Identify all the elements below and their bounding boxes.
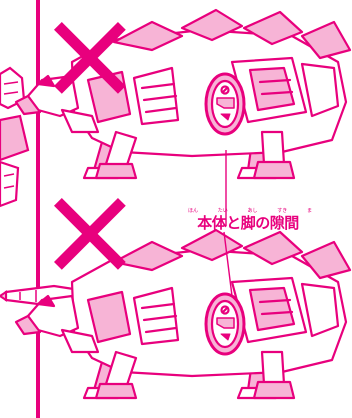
neighbour-panel-art <box>0 66 30 208</box>
furigana-row: ほん たい あし すき ま <box>178 208 318 214</box>
furigana: あし <box>247 208 258 214</box>
gap-callout: ほん たい あし すき ま 本体と脚の隙間 <box>178 208 318 232</box>
furigana: ほん <box>188 208 199 214</box>
panel-divider <box>36 0 40 418</box>
furigana: すき <box>277 208 288 214</box>
callout-label: 本体と脚の隙間 <box>197 214 299 232</box>
furigana: たい <box>217 208 228 214</box>
leader-line-bottom <box>223 231 233 297</box>
robot-illustration-bottom <box>0 228 352 400</box>
cross-mark-icon-bottom <box>54 198 126 270</box>
furigana: ま <box>306 208 312 214</box>
